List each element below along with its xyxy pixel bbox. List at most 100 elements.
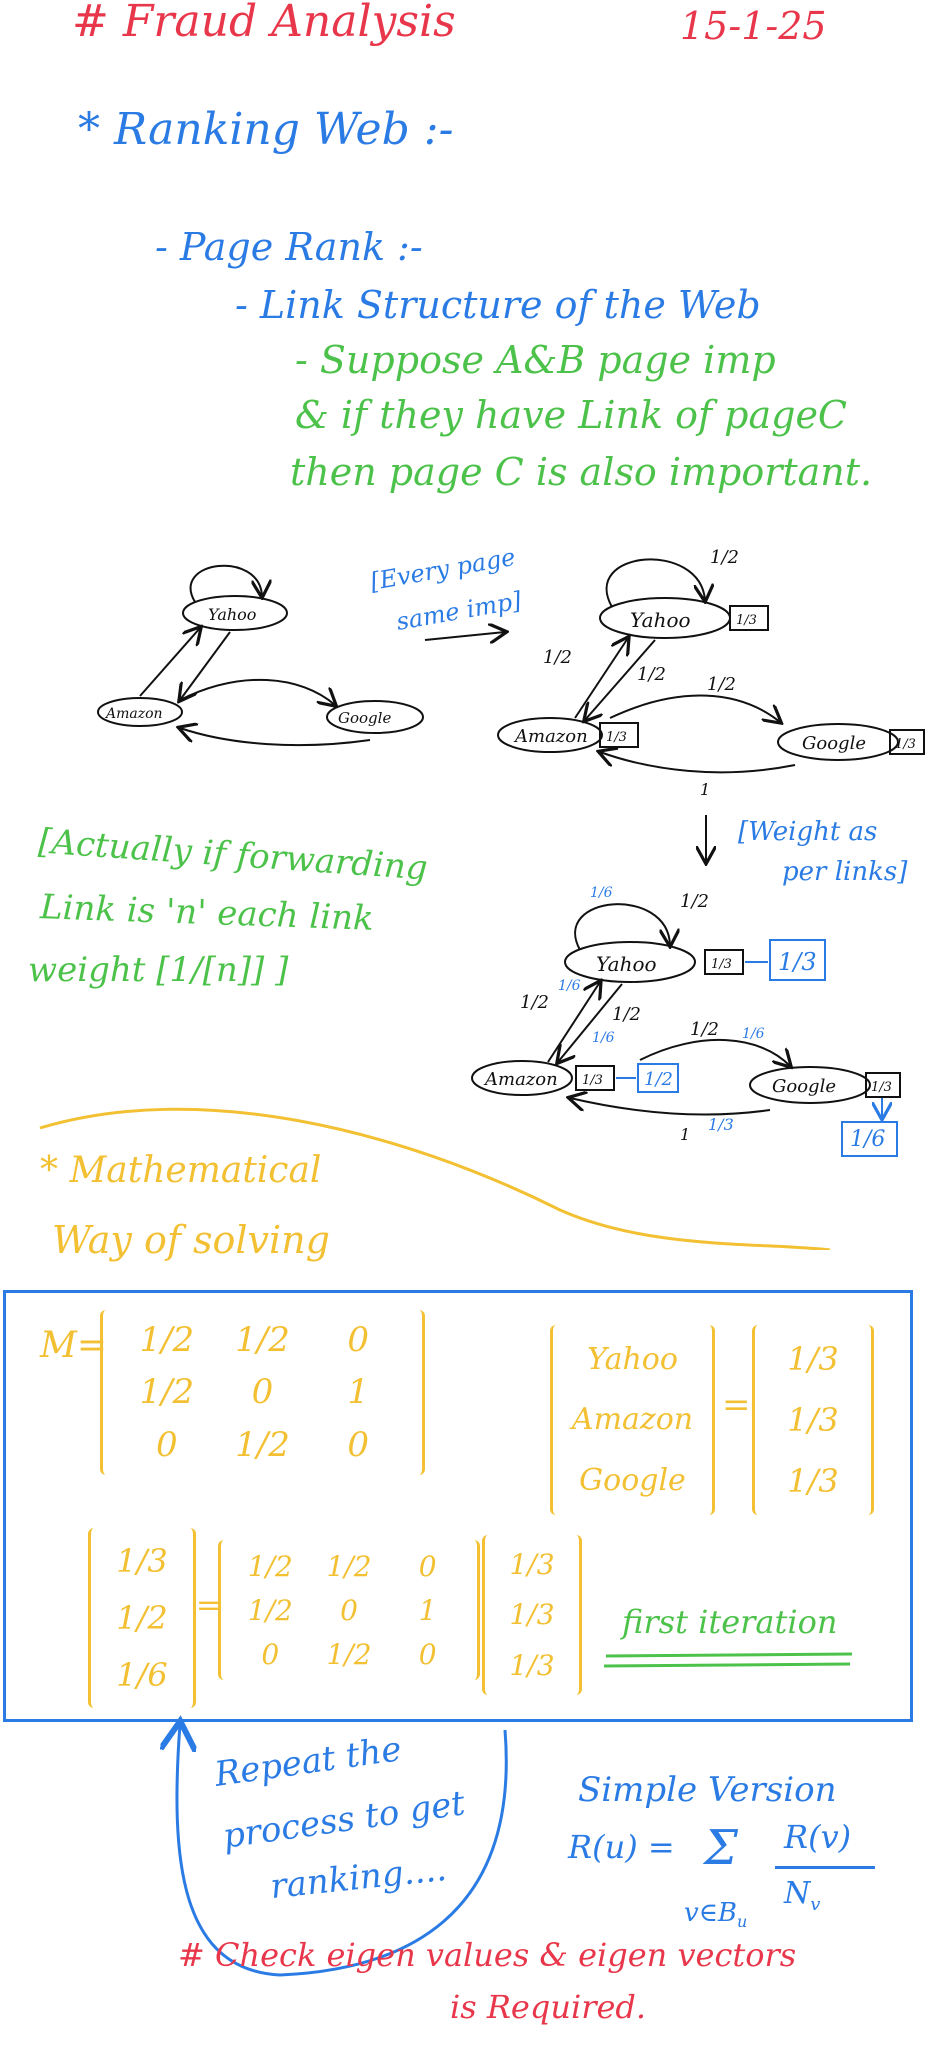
footer-line-1: # Check eigen values & eigen vectors <box>178 1936 797 1974</box>
formula-sub-index: u <box>737 1912 748 1932</box>
section-separator-curve <box>39 1107 831 1250</box>
m-cell: 0 <box>156 1424 178 1465</box>
formula-den-sub: v <box>810 1894 821 1915</box>
formula-sum-sub: v∈Bu <box>684 1898 747 1931</box>
matrix-m-repeat: 1/2 1/2 0 1/2 0 1 0 1/2 0 <box>218 1540 480 1680</box>
init-cell: 1/3 <box>787 1400 839 1439</box>
graph1-google-label: Google <box>338 709 391 727</box>
transition-note-1: [Every page <box>368 543 517 596</box>
m-cell: 1/2 <box>139 1320 195 1361</box>
weight-note-1: [Weight as <box>738 817 877 847</box>
page-title: # Fraud Analysis <box>72 0 456 47</box>
graph1-amazon-label: Amazon <box>104 706 163 722</box>
formula-sub-set: v∈B <box>684 1898 738 1928</box>
link-structure-heading: - Link Structure of the Web <box>235 283 761 327</box>
graph3-w-y-a: 1/2 <box>612 1004 641 1025</box>
graph3-c-a-y: 1/6 <box>558 978 581 994</box>
graph3-google-result: 1/6 <box>850 1127 885 1152</box>
matrix-m-label: M= <box>40 1325 108 1366</box>
graph2-yahoo-label: Yahoo <box>630 608 691 632</box>
m-cell: 0 <box>261 1637 280 1671</box>
graph3-amazon-label: Amazon <box>483 1069 558 1090</box>
init-vector: 1/3 1/3 1/3 <box>752 1325 874 1515</box>
formula-numerator: R(v) <box>784 1818 852 1856</box>
transition-arrow <box>424 632 505 640</box>
init-cell: 1/3 <box>509 1649 555 1683</box>
pages-cell: Amazon <box>571 1402 694 1438</box>
footer-line-2: is Required. <box>450 1988 647 2026</box>
graph3-w-a-g: 1/2 <box>690 1019 719 1040</box>
graph2-google-label: Google <box>802 733 866 754</box>
m-cell: 0 <box>418 1549 437 1583</box>
graph3-c-a-g: 1/6 <box>742 1026 765 1042</box>
simple-version-title: Simple Version <box>578 1770 837 1810</box>
m-cell: 1/2 <box>247 1593 293 1627</box>
graph3-yahoo-label: Yahoo <box>596 952 657 976</box>
init-vector-repeat: 1/3 1/3 1/3 <box>482 1535 582 1695</box>
graph2-w-y-a: 1/2 <box>637 664 666 685</box>
section-heading-ranking-web: * Ranking Web :- <box>78 104 454 155</box>
graph-equal-weights <box>497 558 925 774</box>
graph3-c-g-a: 1/3 <box>708 1115 734 1134</box>
formula-sum: Σ <box>704 1820 738 1876</box>
graph-initial <box>97 564 424 747</box>
math-heading-2: Way of solving <box>52 1218 330 1262</box>
init-cell: 1/3 <box>509 1547 555 1581</box>
graph3-yahoo-score: 1/3 <box>711 957 732 972</box>
graph2-w-g-a: 1 <box>700 780 710 799</box>
graph2-yahoo-score: 1/3 <box>736 613 757 628</box>
transition-note-2: same imp] <box>394 586 524 636</box>
formula-den-letter: N <box>784 1876 811 1911</box>
m-cell: 1/2 <box>235 1424 290 1465</box>
matrix-m: 1/2 1/2 0 1/2 0 1 0 1/2 0 <box>100 1310 425 1475</box>
actually-note-line-3: weight [1/[n]] ] <box>28 950 289 990</box>
m-cell: 1/2 <box>326 1637 372 1671</box>
m-cell: 0 <box>347 1320 369 1361</box>
m-cell: 1/2 <box>235 1320 290 1361</box>
note-line-2: & if they have Link of pageC <box>295 393 848 437</box>
graph3-c-self: 1/6 <box>590 885 613 901</box>
graph2-w-self: 1/2 <box>710 547 739 568</box>
init-cell: 1/3 <box>787 1340 839 1379</box>
formula-lhs: R(u) = <box>568 1828 675 1866</box>
math-heading-1: * Mathematical <box>40 1150 322 1191</box>
first-iteration-label: first iteration <box>622 1603 838 1641</box>
m-cell: 0 <box>251 1372 274 1413</box>
node-google <box>326 700 424 734</box>
note-line-3: then page C is also important. <box>290 450 873 494</box>
graph3-w-g-a: 1 <box>680 1125 690 1144</box>
graph2-w-a-y: 1/2 <box>543 647 572 668</box>
graph2-w-a-g: 1/2 <box>707 674 736 695</box>
first-iteration-underline <box>603 1652 853 1668</box>
note-line-1: - Suppose A&B page imp <box>295 338 776 382</box>
pages-vector: Yahoo Amazon Google <box>550 1325 715 1515</box>
graph3-amazon-result: 1/2 <box>644 1069 673 1090</box>
graph3-google-score: 1/3 <box>871 1080 892 1095</box>
result-cell: 1/2 <box>116 1598 168 1637</box>
pages-cell: Google <box>579 1463 686 1499</box>
graph3-w-self: 1/2 <box>680 891 709 912</box>
node-yahoo <box>182 595 288 631</box>
page-rank-heading: - Page Rank :- <box>155 225 423 269</box>
graph2-google-score: 1/3 <box>895 737 916 752</box>
graph3-amazon-score: 1/3 <box>582 1073 603 1088</box>
page-rank-graphs: Yahoo Amazon Google [Every page same imp… <box>97 543 925 1157</box>
init-cell: 1/3 <box>787 1461 839 1500</box>
graph1-yahoo-label: Yahoo <box>208 605 256 624</box>
equals-sign: = <box>722 1385 751 1425</box>
m-cell: 1/2 <box>139 1372 195 1413</box>
m-cell: 0 <box>340 1593 358 1627</box>
math-box <box>3 1290 913 1722</box>
graph3-w-a-y: 1/2 <box>520 992 549 1013</box>
m-cell: 1 <box>347 1372 369 1413</box>
result-cell: 1/6 <box>116 1656 168 1695</box>
graph3-c-y-a: 1/6 <box>592 1030 615 1046</box>
weight-note-2: per links] <box>782 857 908 887</box>
graph2-amazon-label: Amazon <box>513 726 588 747</box>
node-amazon <box>97 697 183 727</box>
page-date: 15-1-25 <box>680 4 827 48</box>
graph3-google-label: Google <box>772 1076 836 1097</box>
repeat-arrow <box>150 1700 508 1977</box>
graph2-amazon-score: 1/3 <box>606 730 627 745</box>
init-cell: 1/3 <box>509 1598 555 1632</box>
